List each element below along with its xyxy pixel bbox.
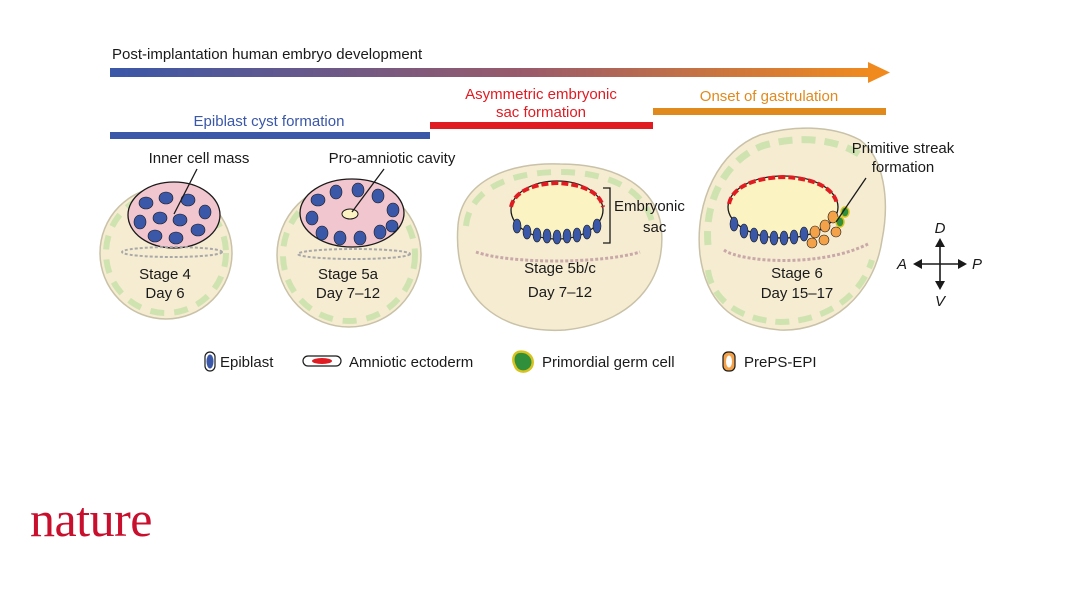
axis-anterior: A xyxy=(896,256,907,273)
callout-embryonic-sac-line2: sac xyxy=(643,219,667,236)
embryo-stage-6: Stage 6 Day 15–17 xyxy=(698,127,887,331)
stage-name: Stage 5b/c xyxy=(524,260,596,277)
phase-bar xyxy=(430,122,653,129)
legend-label: PrePS-EPI xyxy=(744,354,817,371)
callout-leader xyxy=(173,168,198,215)
stage-day: Day 7–12 xyxy=(528,284,592,301)
axis-posterior: P xyxy=(972,256,982,273)
phase-epiblast-cyst: Epiblast cyst formation xyxy=(110,113,430,139)
callout-inner-cell-mass: Inner cell mass xyxy=(149,150,250,167)
timeline-arrow xyxy=(110,62,890,83)
stage-day: Day 6 xyxy=(145,285,184,302)
preps-epi-cell-icon xyxy=(722,351,736,372)
embryonic-sac-bracket xyxy=(603,187,611,244)
stage-day: Day 7–12 xyxy=(316,285,380,302)
embryo-stage-5a: Stage 5a Day 7–12 xyxy=(276,178,422,328)
phase-gastrulation: Onset of gastrulation xyxy=(653,88,886,115)
callout-embryonic-sac: Embryonic xyxy=(614,198,685,215)
legend-label: Amniotic ectoderm xyxy=(349,354,473,371)
legend-label: Primordial germ cell xyxy=(542,354,675,371)
callout-leader xyxy=(351,168,385,213)
embryo-stage-5bc: Stage 5b/c Day 7–12 xyxy=(456,163,663,332)
callout-leader xyxy=(835,177,867,223)
axis-ventral: V xyxy=(935,293,947,310)
stage-name: Stage 4 xyxy=(139,266,191,283)
stage-name: Stage 5a xyxy=(318,266,379,283)
legend: Epiblast Amniotic ectoderm Primordial ge… xyxy=(204,350,817,373)
phase-label-line2: sac formation xyxy=(496,104,586,121)
axis-compass: D V A P xyxy=(896,220,982,310)
timeline-title: Post-implantation human embryo developme… xyxy=(112,46,423,63)
phase-label: Epiblast cyst formation xyxy=(194,113,345,130)
callout-primitive-streak: Primitive streak xyxy=(852,140,955,157)
embryo-stage-4: Stage 4 Day 6 xyxy=(99,181,233,320)
legend-label: Epiblast xyxy=(220,354,274,371)
epiblast-cell-icon xyxy=(204,351,216,372)
axis-dorsal: D xyxy=(935,220,946,237)
phase-bar xyxy=(653,108,886,115)
phase-label: Asymmetric embryonic xyxy=(465,86,617,103)
phase-asymmetric-sac: Asymmetric embryonic sac formation xyxy=(430,86,653,129)
stage-name: Stage 6 xyxy=(771,265,823,282)
callout-primitive-streak-line2: formation xyxy=(872,159,935,176)
amniotic-ectoderm-cell-icon xyxy=(302,355,342,367)
primordial-germ-cell-icon xyxy=(512,350,534,373)
stage-day: Day 15–17 xyxy=(761,285,834,302)
phase-bar xyxy=(110,132,430,139)
callout-pro-amniotic-cavity: Pro-amniotic cavity xyxy=(329,150,456,167)
phase-label: Onset of gastrulation xyxy=(700,88,838,105)
nature-logo: nature xyxy=(30,491,152,547)
